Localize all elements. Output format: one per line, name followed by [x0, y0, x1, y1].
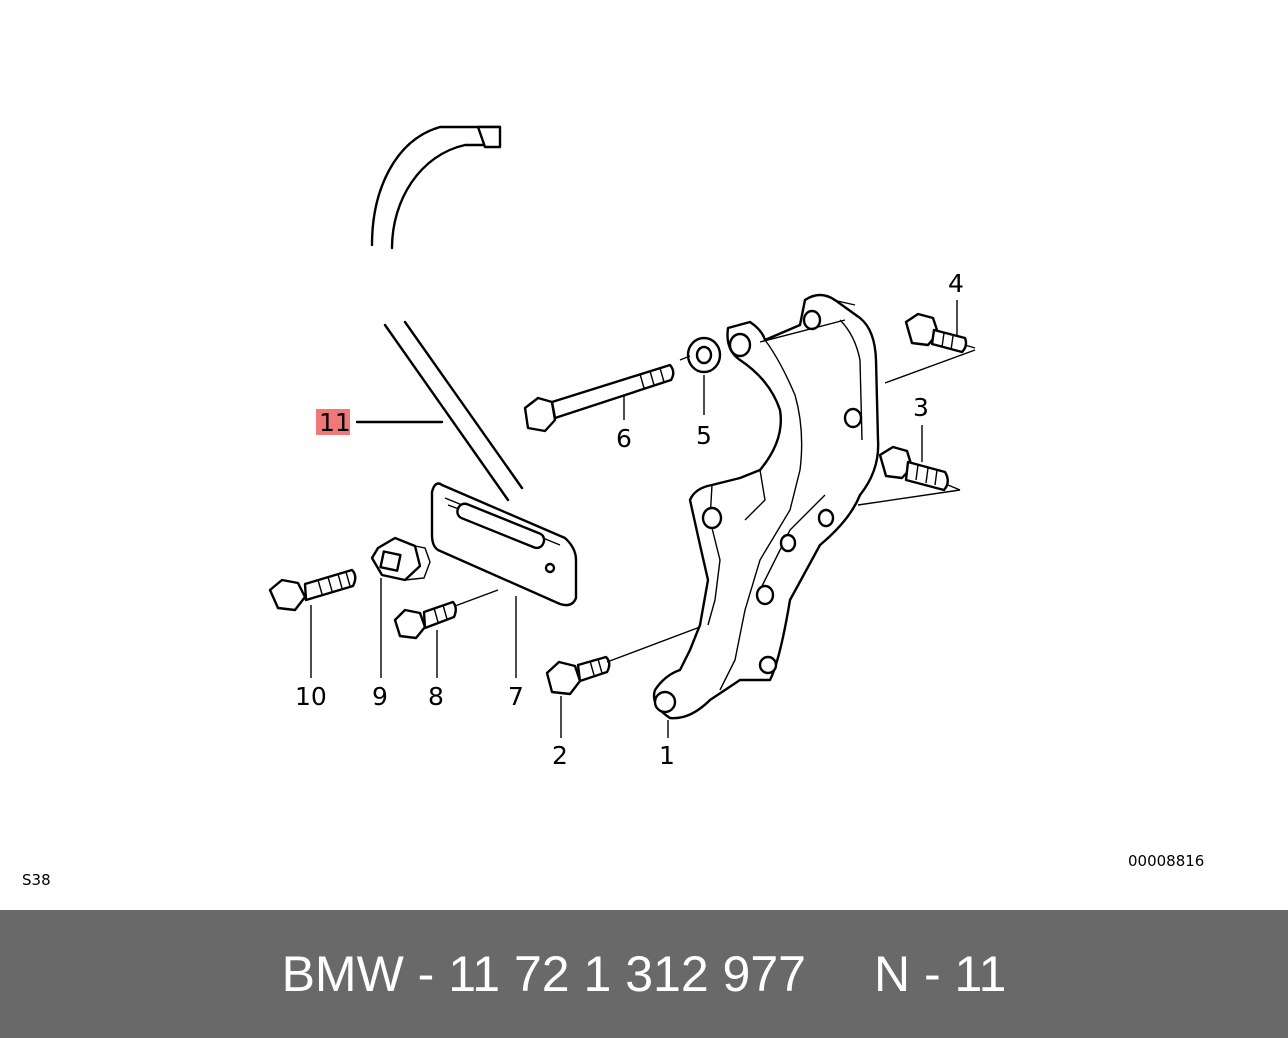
bolt-4 [904, 312, 976, 354]
bolt-8 [393, 600, 457, 640]
callout-7: 7 [508, 682, 524, 711]
drive-belt [370, 125, 524, 502]
bolt-6 [523, 363, 675, 433]
callout-10: 10 [295, 682, 327, 711]
callout-2: 2 [552, 741, 568, 770]
callout-3: 3 [913, 393, 929, 422]
tensioner-nut [370, 536, 431, 582]
footer-bar: BMW - 11 72 1 312 977 N - 11 [0, 910, 1288, 1038]
drawing-number: 00008816 [1128, 852, 1204, 870]
callout-6: 6 [616, 424, 632, 453]
bolt-2 [545, 655, 611, 696]
callout-4: 4 [948, 269, 964, 298]
callout-8: 8 [428, 682, 444, 711]
page-code: S38 [22, 871, 51, 889]
callout-5: 5 [696, 421, 712, 450]
bolt-10 [268, 568, 357, 612]
callout-1: 1 [659, 741, 675, 770]
part-number: BMW - 11 72 1 312 977 [281, 946, 806, 1002]
diagram-position: N - 11 [873, 946, 1007, 1002]
highlight-box [316, 409, 350, 435]
washer-5 [686, 336, 722, 374]
parts-diagram: 1 2 3 4 5 6 7 8 9 10 11 S38 00008816 [22, 125, 1204, 889]
tensioner-plate [430, 482, 578, 607]
callout-9: 9 [372, 682, 388, 711]
alternator-bracket [652, 293, 880, 720]
leader-lines [310, 299, 976, 738]
callout-11: 11 [319, 408, 351, 437]
bolt-3 [878, 445, 961, 492]
